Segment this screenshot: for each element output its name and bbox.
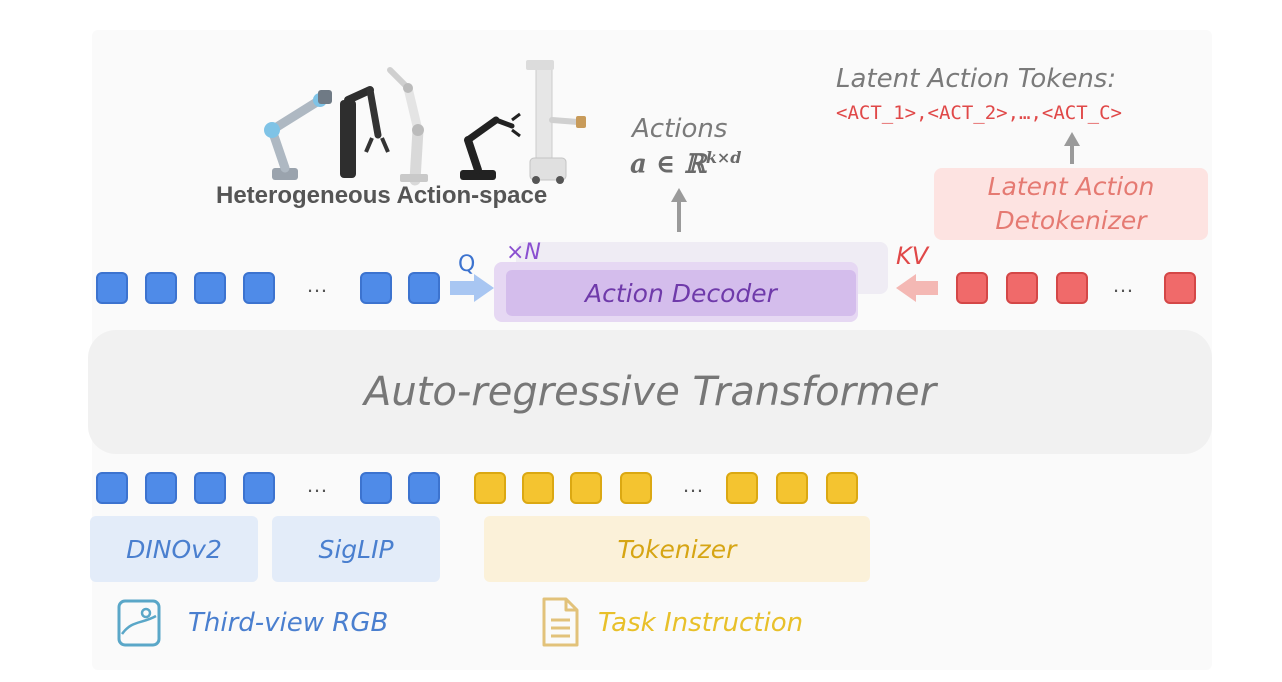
latent-token [1164,272,1196,304]
action-decoder-box: Action Decoder [506,270,856,316]
latent-action-tokens-sequence: <ACT_1>,<ACT_2>,…,<ACT_C> [836,102,1122,124]
language-token [522,472,554,504]
auto-regressive-transformer-box: Auto-regressive Transformer [88,330,1212,454]
robot-arm-3-icon [387,67,428,186]
language-token [474,472,506,504]
language-tokens-ellipsis: … [682,472,705,497]
robot-arm-2-icon [340,86,390,178]
detokenizer-line-1: Latent Action [987,172,1155,201]
tokenizer-box: Tokenizer [484,516,870,582]
query-label: Q [458,252,476,277]
latent-tokens-ellipsis: … [1112,272,1135,297]
language-token [826,472,858,504]
robot-arm-1-icon [264,90,332,180]
latent-token [1006,272,1038,304]
vision-token [194,472,226,504]
query-token [96,272,128,304]
vision-token [360,472,392,504]
decoder-repeat-label: ×N [506,240,541,265]
vision-token [408,472,440,504]
actions-formula: a ∈ ℝk×d [630,148,742,180]
query-tokens-ellipsis: … [306,272,329,297]
robot-arms-illustration [264,60,586,186]
arrow-query-to-decoder [450,274,494,302]
dinov2-encoder-box: DINOv2 [90,516,258,582]
query-token [408,272,440,304]
arrow-kv-to-decoder [896,274,938,302]
actions-formula-base: a ∈ ℝ [630,149,706,180]
task-instruction-label: Task Instruction [598,608,804,638]
detokenizer-line-2: Detokenizer [995,206,1147,235]
robot-arm-4-icon [460,112,521,180]
language-token [620,472,652,504]
vision-tokens-ellipsis: … [306,472,329,497]
siglip-encoder-box: SigLIP [272,516,440,582]
third-view-rgb-label: Third-view RGB [188,608,389,638]
arrow-up-to-actions [671,188,687,232]
query-token [360,272,392,304]
latent-action-detokenizer-box: Latent Action Detokenizer [934,168,1208,240]
query-token [243,272,275,304]
arrow-up-to-latent-tokens [1064,132,1080,164]
language-token [726,472,758,504]
vision-token [96,472,128,504]
actions-formula-superscript: k×d [705,148,742,167]
image-icon [117,599,161,647]
latent-action-tokens-title: Latent Action Tokens: [836,64,1117,94]
actions-label: Actions [632,114,728,144]
vision-token [243,472,275,504]
robot-mobile-manipulator-icon [526,60,586,184]
heterogeneous-action-space-caption: Heterogeneous Action-space [216,182,548,209]
latent-token [956,272,988,304]
query-token [194,272,226,304]
language-token [570,472,602,504]
document-icon [542,597,579,647]
latent-token [1056,272,1088,304]
vision-token [145,472,177,504]
key-value-label: KV [896,242,929,270]
language-token [776,472,808,504]
query-token [145,272,177,304]
